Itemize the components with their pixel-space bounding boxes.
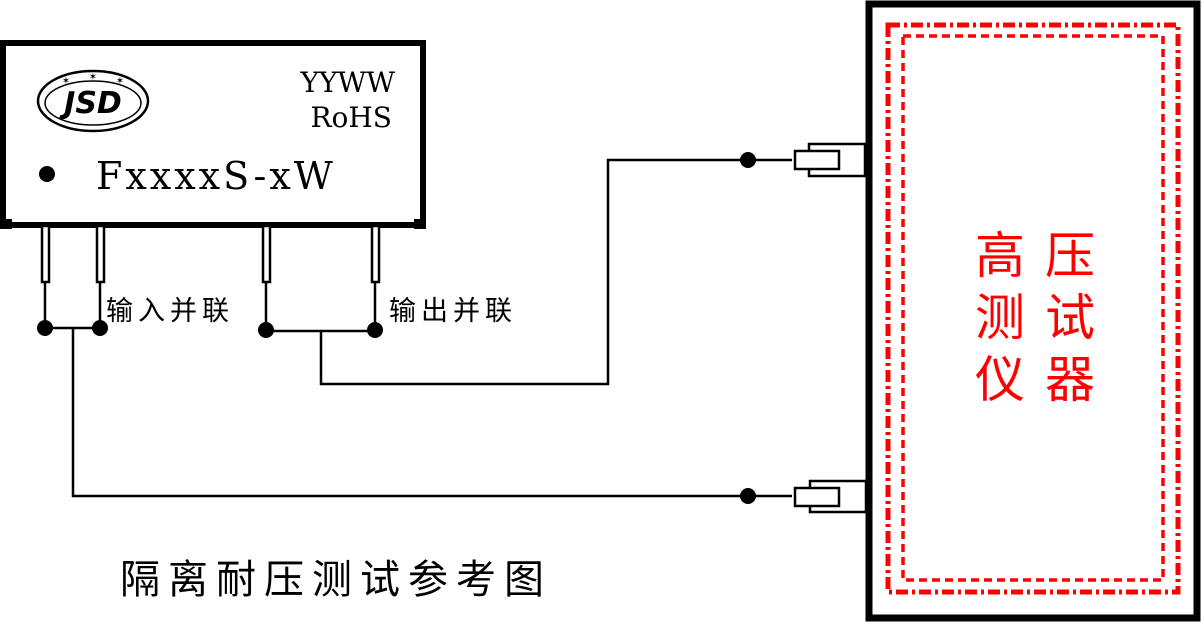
input-parallel-label: 输入并联 <box>106 296 234 327</box>
pin-input-2 <box>95 224 106 284</box>
tester-label-char: 高 <box>975 227 1025 285</box>
rohs-mark: RoHS <box>310 101 392 134</box>
pin-output-1 <box>261 224 272 284</box>
diagram-caption: 隔离耐压测试参考图 <box>120 557 552 603</box>
output-lead-wire <box>319 158 748 386</box>
pin-output-2 <box>370 224 381 284</box>
probe-connector-top <box>793 142 867 178</box>
module-base-left-tab <box>0 219 12 229</box>
logo-star-icon: ✶ <box>116 76 124 87</box>
tester-outer-dashed-border <box>885 22 1181 595</box>
hipot-tester <box>865 0 1201 622</box>
dc-dc-module: ✶ ✶ ✶ JSD YYWW RoHS FxxxxS-xW <box>0 40 426 284</box>
output-parallel-label: 输出并联 <box>389 296 517 327</box>
input-lead-wire <box>71 328 748 498</box>
tester-label-char: 试 <box>1045 289 1095 347</box>
logo-star-icon: ✶ <box>89 72 97 83</box>
tester-label-char: 压 <box>1045 227 1095 285</box>
date-code: YYWW <box>299 66 395 99</box>
tester-label-char: 仪 <box>975 351 1025 409</box>
module-pins <box>40 224 381 284</box>
probe-connector-bottom <box>793 479 868 514</box>
tester-label-char: 器 <box>1045 351 1095 409</box>
pin-input-1 <box>40 224 51 284</box>
junction-dots <box>37 152 756 504</box>
jsd-logo-icon: ✶ ✶ ✶ JSD <box>36 69 150 133</box>
tester-label-char: 测 <box>975 289 1025 347</box>
module-base-right-tab <box>414 219 426 229</box>
tester-body <box>865 0 1201 622</box>
pin1-marker-icon <box>39 166 55 182</box>
model-number: FxxxxS-xW <box>96 154 336 198</box>
tester-inner-dashed-border <box>901 34 1165 582</box>
logo-text: JSD <box>59 86 122 121</box>
logo-star-icon: ✶ <box>62 76 70 87</box>
